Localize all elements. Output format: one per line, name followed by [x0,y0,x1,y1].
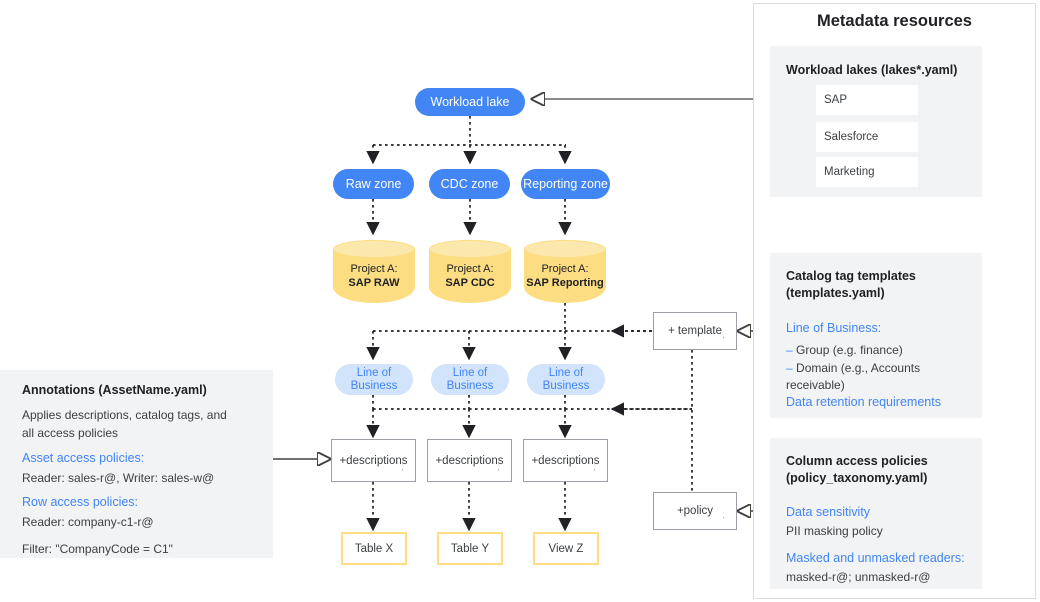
bullet-domain-text: Domain (e.g., Accounts receivable) [786,361,921,392]
cylinder-body [429,249,511,303]
node-project-sap-raw[interactable]: Project A: SAP RAW [333,240,415,303]
project-sap-cdc-label: Project A: SAP CDC [429,262,511,290]
node-table-y[interactable]: Table Y [437,532,503,565]
node-project-sap-reporting[interactable]: Project A: SAP Reporting [524,240,606,303]
cylinder-top [524,240,606,258]
project-prefix: Project A: [350,263,398,275]
data-retention-heading: Data retention requirements [786,395,941,409]
policy-label: +policy [676,505,714,517]
project-name: SAP CDC [445,277,495,289]
project-sap-reporting-label: Project A: SAP Reporting [524,262,606,290]
column-policies-title-line1: Column access policies [786,454,928,468]
lake-item-marketing[interactable]: Marketing [816,157,918,187]
catalog-templates-title-line1: Catalog tag templates [786,269,916,283]
bullet-marker: – [786,361,793,375]
node-template-note[interactable]: + template [653,312,737,350]
node-cdc-zone[interactable]: CDC zone [429,169,510,199]
bullet-marker: – [786,343,793,357]
node-descriptions-1[interactable]: +descriptions [331,439,416,482]
column-access-policies-box: Column access policies (policy_taxonomy.… [770,438,982,589]
asset-access-policies-text: Reader: sales-r@, Writer: sales-w@ [22,471,215,485]
node-descriptions-2[interactable]: +descriptions [427,439,512,482]
cylinder-top [333,240,415,258]
project-prefix: Project A: [446,263,494,275]
catalog-tag-templates-box: Catalog tag templates (templates.yaml) L… [770,253,982,418]
workload-lakes-title: Workload lakes (lakes*.yaml) [786,63,958,77]
masked-readers-text: masked-r@; unmasked-r@ [786,570,931,584]
catalog-bullet-domain: – Domain (e.g., Accounts receivable) [786,360,982,394]
note-fold-icon [498,468,511,481]
project-sap-raw-label: Project A: SAP RAW [333,262,415,290]
annotations-panel: Annotations (AssetName.yaml) Applies des… [0,370,273,558]
lake-item-salesforce[interactable]: Salesforce [816,122,918,152]
row-access-policies-text: Reader: company-c1-r@ [22,515,154,529]
project-prefix: Project A: [541,263,589,275]
filter-text: Filter: "CompanyCode = C1" [22,542,173,556]
reporting-zone-label: Reporting zone [523,177,608,191]
masked-readers-heading: Masked and unmasked readers: [786,551,965,565]
node-raw-zone[interactable]: Raw zone [333,169,414,199]
bullet-group-text: Group (e.g. finance) [796,343,903,357]
column-policies-title-line2: (policy_taxonomy.yaml) [786,471,928,485]
node-descriptions-3[interactable]: +descriptions [523,439,608,482]
node-view-z[interactable]: View Z [533,532,599,565]
node-reporting-zone[interactable]: Reporting zone [521,169,610,199]
catalog-bullet-group: – Group (e.g. finance) [786,342,903,359]
catalog-templates-title-line2: (templates.yaml) [786,286,885,300]
descriptions-label: +descriptions [531,454,600,467]
annotations-desc-line1: Applies descriptions, catalog tags, and [22,408,227,422]
node-policy-note[interactable]: +policy [653,492,737,530]
pii-masking-policy-text: PII masking policy [786,524,883,538]
template-label: + template [667,325,723,337]
line-of-business-heading: Line of Business: [786,321,882,335]
project-name: SAP RAW [348,277,400,289]
asset-access-policies-heading: Asset access policies: [22,451,145,465]
note-fold-icon [402,468,415,481]
lake-item-sap[interactable]: SAP [816,85,918,115]
note-fold-icon [594,468,607,481]
cylinder-body [333,249,415,303]
node-workload-lake[interactable]: Workload lake [415,88,525,116]
cylinder-body [524,249,606,303]
node-project-sap-cdc[interactable]: Project A: SAP CDC [429,240,511,303]
note-fold-icon [723,336,736,349]
annotations-title: Annotations (AssetName.yaml) [22,383,207,397]
node-table-x[interactable]: Table X [341,532,407,565]
data-sensitivity-heading: Data sensitivity [786,505,871,519]
row-access-policies-heading: Row access policies: [22,495,139,509]
annotations-desc-line2: all access policies [22,426,119,440]
note-fold-icon [723,516,736,529]
descriptions-label: +descriptions [435,454,504,467]
descriptions-label: +descriptions [339,454,408,467]
cylinder-top [429,240,511,258]
metadata-resources-title: Metadata resources [817,12,972,30]
project-name: SAP Reporting [526,277,604,289]
